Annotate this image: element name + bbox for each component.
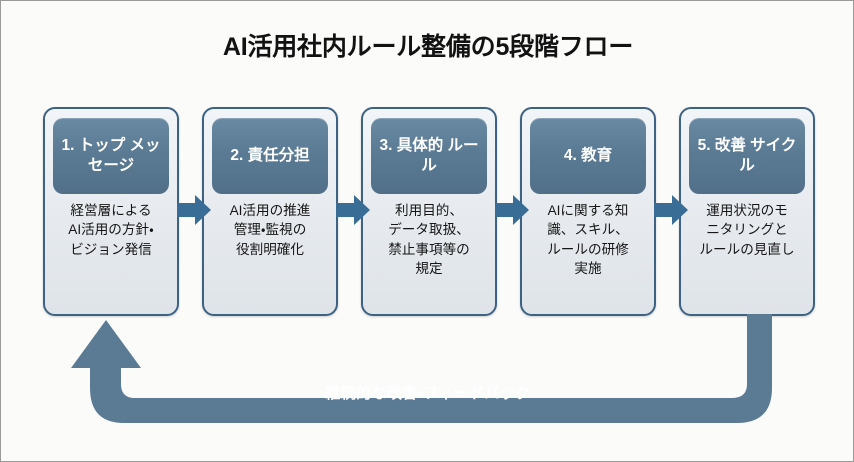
arrow-right-icon: [177, 193, 211, 227]
feedback-loop: [1, 306, 853, 436]
flow-step-description-3: 利用目的、 データ取扱、 禁止事項等の 規定: [388, 203, 470, 276]
flow-step-card-2[interactable]: 2. 責任分担 AI活用の推進 管理・監視の 役割明確化: [202, 107, 338, 316]
flow-step-card-5[interactable]: 5. 改善 サイクル 運用状況のモ ニタリングと ルールの見直し: [679, 107, 815, 316]
flow-step-description-4: AIに関する知 識、スキル、 ルールの研修 実施: [547, 203, 629, 276]
flow-step-description-2: AI活用の推進 管理・監視の 役割明確化: [229, 203, 311, 257]
arrow-right-icon: [654, 193, 688, 227]
flow-step-heading-4: 4. 教育: [530, 118, 646, 194]
page-title: AI活用社内ルール整備の5段階フロー: [222, 33, 634, 61]
flow-step-heading-5: 5. 改善 サイクル: [689, 118, 805, 194]
flow-step-card-4[interactable]: 4. 教育 AIに関する知 識、スキル、 ルールの研修 実施: [520, 107, 656, 316]
flow-step-heading-2: 2. 責任分担: [212, 118, 328, 194]
flow-step-card-1[interactable]: 1. トップ メッセージ 経営層による AI活用の方針・ ビジョン発信: [43, 107, 179, 316]
flow-step-description-5: 運用状況のモ ニタリングと ルールの見直し: [699, 203, 795, 257]
arrow-right-icon: [336, 193, 370, 227]
flow-step-description-1: 経営層による AI活用の方針・ ビジョン発信: [68, 203, 154, 257]
flow-steps-row: 1. トップ メッセージ 経営層による AI活用の方針・ ビジョン発信 2. 責…: [43, 107, 815, 316]
flow-step-card-3[interactable]: 3. 具体的 ルール 利用目的、 データ取扱、 禁止事項等の 規定: [361, 107, 497, 316]
flow-step-heading-3: 3. 具体的 ルール: [371, 118, 487, 194]
flow-step-heading-1: 1. トップ メッセージ: [53, 118, 169, 194]
arrow-right-icon: [495, 193, 529, 227]
